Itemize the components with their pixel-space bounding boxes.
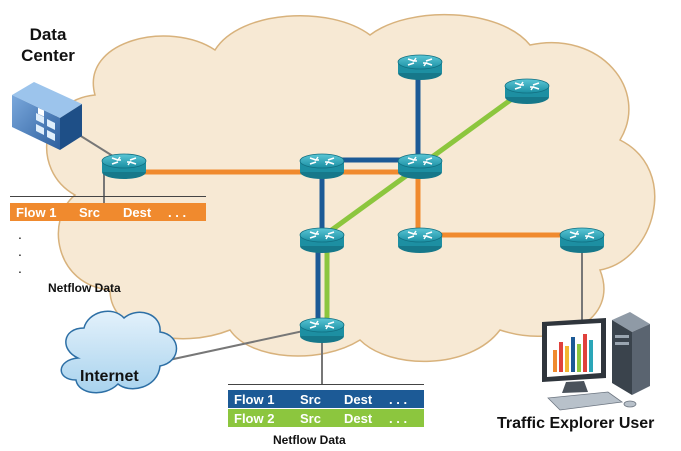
link-internet — [154, 326, 323, 364]
router-icon — [299, 317, 345, 344]
flow-row-1: Flow 1 Src Dest . . . — [228, 390, 424, 408]
internet-cloud-icon — [60, 310, 178, 394]
flow-more: . . . — [168, 204, 187, 220]
flow-name: Flow 1 — [234, 391, 275, 407]
flow-src: Src — [300, 391, 321, 407]
flow-name: Flow 1 — [16, 204, 57, 220]
network-cloud — [45, 13, 656, 363]
router-icon — [397, 227, 443, 254]
router-icon — [299, 227, 345, 254]
router-icon — [397, 153, 443, 180]
netflow-label-left: Netflow Data — [48, 281, 121, 295]
flow-src: Src — [300, 410, 321, 426]
flow-table-topline — [228, 384, 424, 385]
workstation-icon — [542, 312, 650, 411]
flow-src: Src — [79, 204, 100, 220]
router-icon — [299, 153, 345, 180]
flow-dest: Dest — [123, 204, 152, 220]
flow-dest: Dest — [344, 391, 373, 407]
ellipsis-dot: . — [18, 243, 22, 259]
ellipsis-vertical: . . . — [18, 226, 22, 277]
flow-more: . . . — [389, 391, 408, 407]
netflow-label-bottom: Netflow Data — [273, 433, 346, 447]
flow-bar-left-topline — [10, 196, 206, 197]
router-icon — [101, 153, 147, 180]
datacenter-icon — [12, 82, 82, 150]
ellipsis-dot: . — [18, 260, 22, 276]
ellipsis-dot: . — [18, 226, 22, 242]
flow-dest: Dest — [344, 410, 373, 426]
flow-name: Flow 2 — [234, 410, 275, 426]
flow-bar-left: Flow 1 Src Dest . . . — [10, 203, 206, 221]
datacenter-label: Data Center — [21, 25, 75, 65]
router-icon — [559, 227, 605, 254]
router-icon — [397, 54, 443, 81]
router-icon — [504, 78, 550, 105]
flow-more: . . . — [389, 410, 408, 426]
traffic-user-label: Traffic Explorer User — [497, 415, 655, 432]
internet-label: Internet — [80, 368, 139, 385]
flow-row-2: Flow 2 Src Dest . . . — [228, 409, 424, 427]
